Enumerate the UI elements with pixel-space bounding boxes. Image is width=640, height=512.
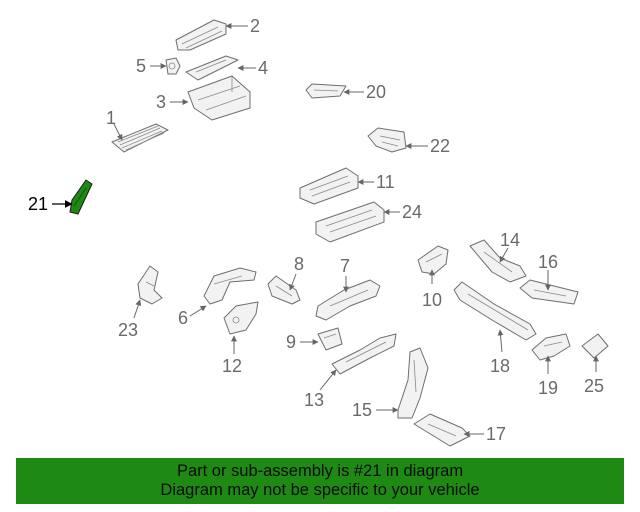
callout-5[interactable]: 5: [136, 56, 146, 76]
banner-line-2: Diagram may not be specific to your vehi…: [160, 481, 480, 499]
callout-24[interactable]: 24: [402, 202, 422, 222]
part-25-pad: [581, 333, 609, 359]
callout-17[interactable]: 17: [486, 424, 506, 444]
part-22-vent: [367, 127, 407, 153]
callout-15[interactable]: 15: [352, 400, 372, 420]
part-23-bracket: [137, 265, 163, 305]
part-1-filter: [111, 123, 169, 153]
callout-1[interactable]: 1: [106, 108, 116, 128]
callout-23[interactable]: 23: [118, 320, 138, 340]
callout-8[interactable]: 8: [294, 254, 304, 274]
callout-16[interactable]: 16: [538, 252, 558, 272]
callout-11[interactable]: 11: [376, 172, 395, 192]
part-7-duct: [315, 279, 381, 321]
part-14-duct: [469, 239, 527, 283]
callout-3[interactable]: 3: [156, 92, 166, 112]
callout-6[interactable]: 6: [178, 308, 188, 328]
part-5-connector: [165, 57, 181, 75]
notice-banner: Part or sub-assembly is #21 in diagram D…: [16, 458, 624, 504]
callout-7[interactable]: 7: [340, 256, 350, 276]
callout-labels: 2 5 4 3 1 20 22 11 24 21 23 6 12 8 7 9 1…: [28, 16, 604, 444]
banner-line-1: Part or sub-assembly is #21 in diagram: [176, 462, 464, 480]
part-24-vent: [315, 201, 385, 243]
callout-22[interactable]: 22: [430, 136, 450, 156]
part-9-connector: [317, 327, 343, 351]
part-17-panel: [413, 413, 471, 447]
callout-13[interactable]: 13: [304, 390, 324, 410]
callout-21[interactable]: 21: [28, 194, 48, 214]
leader-lines: [52, 23, 599, 437]
part-13-duct: [331, 333, 397, 375]
part-4-panel: [185, 55, 239, 81]
callout-18[interactable]: 18: [490, 356, 510, 376]
part-18-duct: [453, 281, 537, 341]
callout-20[interactable]: 20: [366, 82, 386, 102]
part-11-vent: [299, 167, 359, 205]
part-19-bracket: [531, 333, 571, 361]
part-12-duct: [223, 301, 259, 335]
callout-25[interactable]: 25: [584, 376, 604, 396]
part-10-bracket: [417, 245, 449, 275]
part-3-duct-box: [187, 75, 251, 121]
part-21-highlighted: [69, 179, 93, 215]
part-6-duct: [203, 267, 257, 305]
callout-14[interactable]: 14: [500, 230, 520, 250]
callout-9[interactable]: 9: [286, 332, 296, 352]
callout-19[interactable]: 19: [538, 378, 558, 398]
part-2-duct: [175, 19, 227, 51]
part-15-duct: [397, 347, 429, 419]
callout-12[interactable]: 12: [222, 356, 242, 376]
callout-4[interactable]: 4: [258, 58, 268, 78]
part-16-panel: [519, 279, 579, 305]
part-20-grille: [305, 83, 347, 99]
part-8-duct: [267, 275, 301, 305]
callout-2[interactable]: 2: [250, 16, 260, 36]
callout-10[interactable]: 10: [422, 290, 442, 310]
